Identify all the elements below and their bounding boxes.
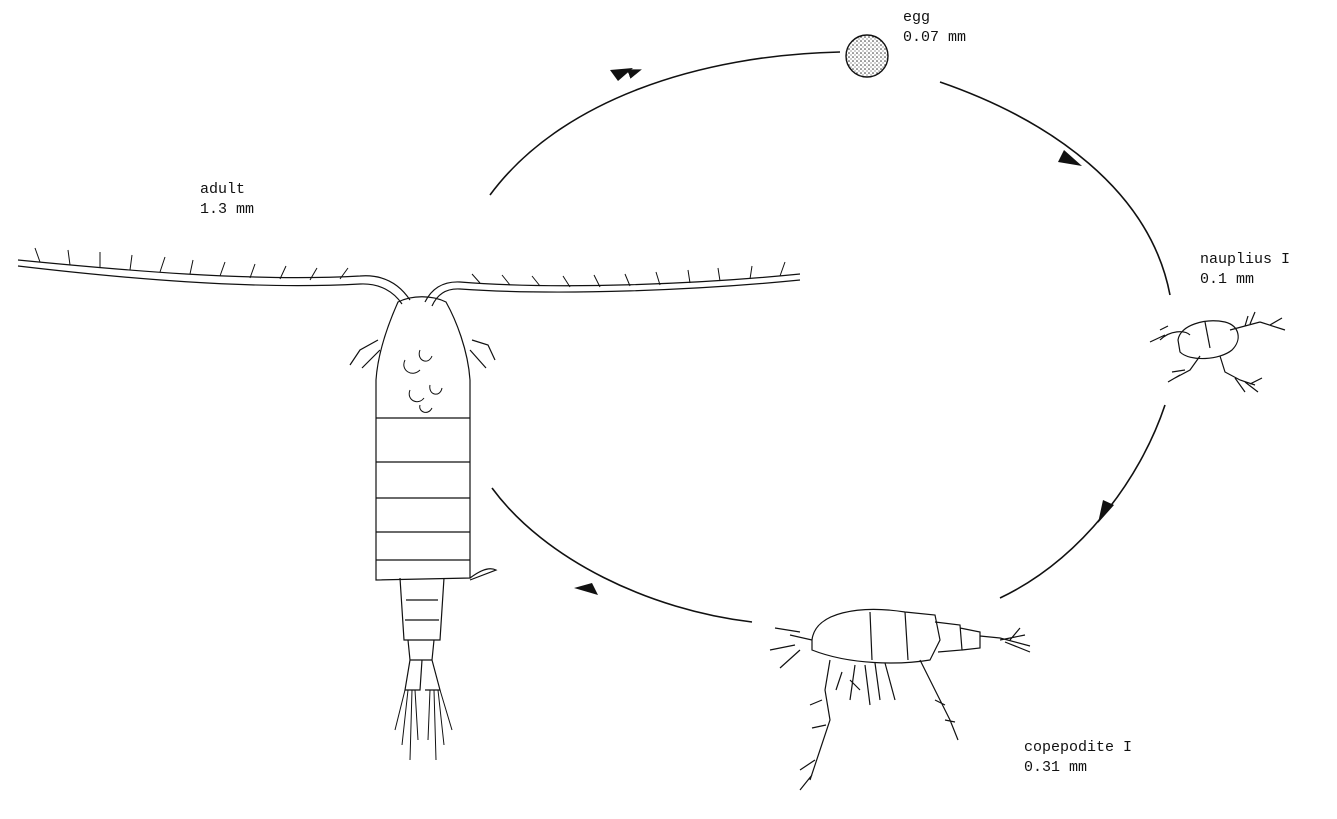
copepodite-illustration (770, 609, 1030, 790)
nauplius-label: nauplius I 0.1 mm (1200, 250, 1290, 290)
arrow-egg-to-nauplius (940, 82, 1170, 295)
adult-stage-name: adult (200, 180, 254, 200)
arrowhead-adult-to-egg (490, 70, 640, 195)
arrow-nauplius-to-copepodite (1000, 405, 1165, 598)
nauplius-stage-name: nauplius I (1200, 250, 1290, 270)
cycle-arrows (490, 52, 1170, 622)
arrow-adult-to-egg (490, 52, 840, 195)
adult-stage-size: 1.3 mm (200, 200, 254, 220)
egg-stage-size: 0.07 mm (903, 28, 966, 48)
nauplius-stage-size: 0.1 mm (1200, 270, 1290, 290)
arrowheads (574, 68, 1114, 595)
adult-label: adult 1.3 mm (200, 180, 254, 220)
nauplius-illustration (1150, 312, 1285, 392)
egg-label: egg 0.07 mm (903, 8, 966, 48)
arrowhead-2 (1058, 150, 1082, 166)
arrow-copepodite-to-adult (492, 488, 752, 622)
copepodite-label: copepodite I 0.31 mm (1024, 738, 1132, 778)
egg-illustration (846, 35, 888, 77)
adult-illustration (18, 248, 800, 760)
egg-stage-name: egg (903, 8, 966, 28)
copepodite-stage-size: 0.31 mm (1024, 758, 1132, 778)
copepodite-stage-name: copepodite I (1024, 738, 1132, 758)
arrowhead-4 (574, 583, 598, 595)
arrowhead-1 (610, 68, 633, 81)
